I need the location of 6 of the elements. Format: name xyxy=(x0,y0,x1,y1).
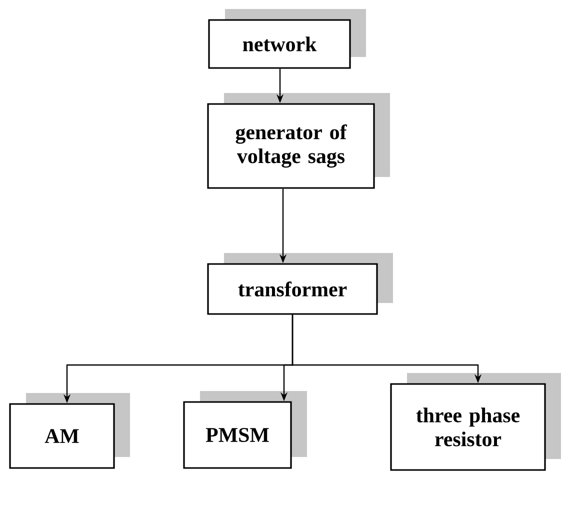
process-box: generator of voltage sags xyxy=(207,93,390,189)
process-box: AM xyxy=(9,393,130,469)
process-box: network xyxy=(208,9,366,69)
process-box: PMSM xyxy=(183,391,307,469)
process-box: transformer xyxy=(207,253,393,315)
process-box: three phase resistor xyxy=(390,373,561,471)
